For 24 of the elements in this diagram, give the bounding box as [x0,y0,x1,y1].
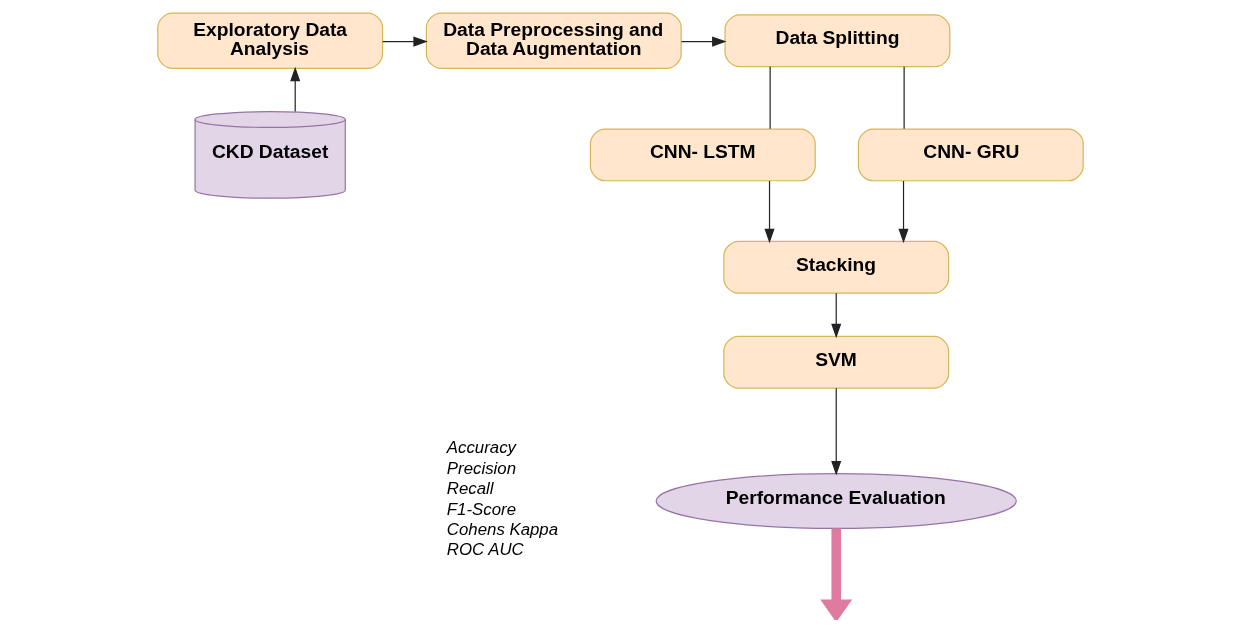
node-box: Data Preprocessing and Data Augmentation [425,12,682,69]
node-box: Stacking [722,240,949,294]
arrow [680,36,727,47]
node-ellipse: Performance Evaluation [655,473,1017,529]
node-label: Accuracy [446,438,516,458]
arrow [897,180,909,244]
arrow [830,387,841,476]
node-box: CNN- GRU [857,128,1084,182]
node-label: Cohens Kappa [446,519,558,539]
arrow [381,36,428,47]
node-box: Data Splitting [723,14,950,68]
node-label: F1-Score [446,499,516,519]
node-box: SVM [722,335,949,389]
node-label: Recall [446,479,494,499]
node-box: Exploratory Data Analysis [156,12,383,69]
connector [769,66,771,130]
node-label: ROC AUC [446,540,524,560]
arrow [289,66,300,113]
arrow [819,528,852,620]
arrow [830,292,841,339]
node-box: CNN- LSTM [589,128,816,182]
connector [903,66,905,130]
arrow [763,180,775,244]
node-label: Precision [446,458,516,478]
